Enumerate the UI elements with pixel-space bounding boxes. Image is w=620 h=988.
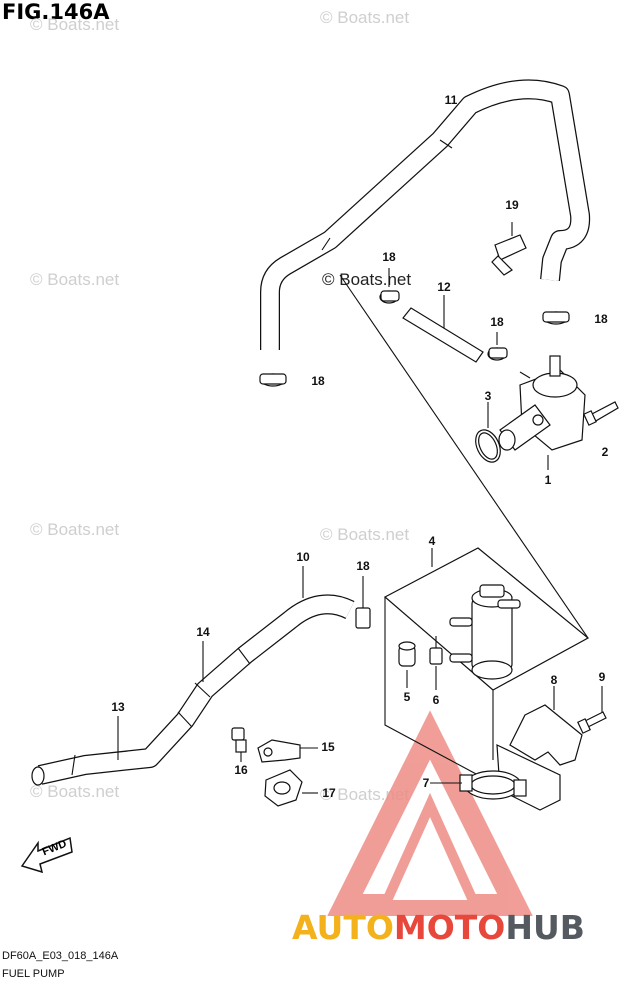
leader-line bbox=[339, 274, 589, 639]
clip-19 bbox=[491, 222, 527, 276]
callout-17: 17 bbox=[322, 786, 336, 800]
clamp-18-left bbox=[259, 373, 287, 387]
fuel-pump-1 bbox=[498, 355, 586, 470]
callout-4: 4 bbox=[428, 534, 436, 548]
hose-11 bbox=[260, 79, 591, 350]
clamp-18-hose10 bbox=[355, 576, 371, 629]
watermark: © Boats.net bbox=[320, 525, 410, 544]
figure-caption: FUEL PUMP bbox=[2, 968, 65, 980]
hose-12 bbox=[402, 295, 484, 363]
logo-triangle-mark bbox=[327, 710, 533, 916]
clamp-18-upper-right bbox=[542, 311, 570, 325]
watermark: © Boats.net bbox=[320, 8, 410, 27]
callout-11: 11 bbox=[444, 93, 458, 107]
fuel-filter bbox=[449, 584, 521, 680]
clamp-18-center bbox=[379, 268, 400, 304]
callout-5: 5 bbox=[403, 690, 411, 704]
fwd-arrow-icon bbox=[20, 836, 73, 874]
callout-9: 9 bbox=[598, 670, 606, 684]
callout-12: 12 bbox=[437, 280, 451, 294]
callout-13: 13 bbox=[111, 700, 125, 714]
callout-2: 2 bbox=[601, 445, 609, 459]
callout-18: 18 bbox=[382, 250, 396, 264]
figure-code: DF60A_E03_018_146A bbox=[2, 950, 119, 962]
bracket-15 bbox=[257, 739, 318, 763]
watermark: © Boats.net bbox=[30, 15, 120, 34]
watermark: © Boats.net bbox=[30, 270, 120, 289]
callout-14: 14 bbox=[196, 625, 210, 639]
callout-15: 15 bbox=[321, 740, 335, 754]
bolt-9 bbox=[577, 686, 607, 734]
clip-17 bbox=[264, 769, 318, 807]
clamp-18-pump bbox=[487, 332, 508, 361]
callout-18: 18 bbox=[490, 315, 504, 329]
callout-19: 19 bbox=[505, 198, 519, 212]
callout-18: 18 bbox=[594, 312, 608, 326]
callout-6: 6 bbox=[432, 693, 440, 707]
callout-10: 10 bbox=[296, 550, 310, 564]
watermark: © Boats.net bbox=[30, 782, 120, 801]
band-7 bbox=[430, 770, 527, 800]
bolt-16 bbox=[231, 727, 247, 762]
bolt-2 bbox=[583, 401, 619, 426]
logo-part-hub: HUB bbox=[505, 908, 585, 947]
figure-title: FIG.146A bbox=[2, 0, 110, 24]
callout-3: 3 bbox=[484, 389, 492, 403]
callout-16: 16 bbox=[234, 763, 248, 777]
callout-18: 18 bbox=[311, 374, 325, 388]
callout-1: 1 bbox=[544, 473, 552, 487]
logo-part-moto: MOTO bbox=[393, 908, 506, 947]
o-ring-3 bbox=[475, 402, 501, 463]
callout-7: 7 bbox=[422, 776, 430, 790]
callout-8: 8 bbox=[550, 673, 558, 687]
part-6 bbox=[429, 636, 443, 690]
callout-18: 18 bbox=[356, 559, 370, 573]
logo-part-auto: AUTO bbox=[292, 908, 394, 947]
logo-text: AUTOMOTOHUB bbox=[292, 908, 585, 947]
watermark: © Boats.net bbox=[30, 520, 120, 539]
part-5 bbox=[398, 641, 416, 688]
hose-lower bbox=[31, 566, 355, 786]
